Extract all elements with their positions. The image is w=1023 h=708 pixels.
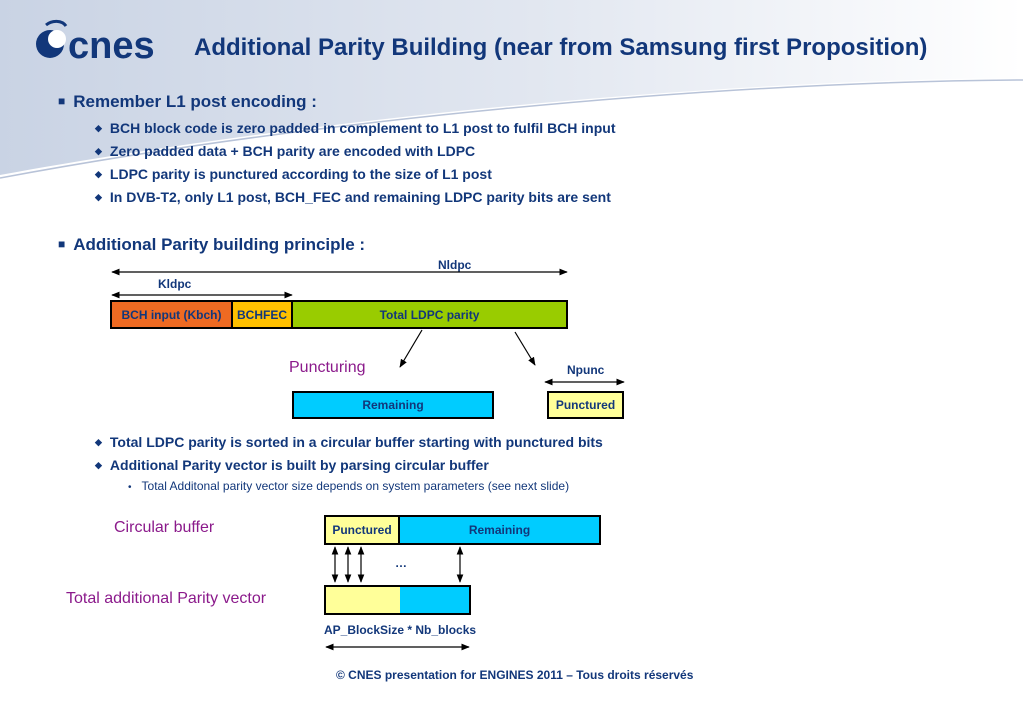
list-item-text: In DVB-T2, only L1 post, BCH_FEC and rem… — [109, 189, 611, 205]
diamond-bullet-icon: ◆ — [95, 192, 102, 202]
diamond-bullet-icon: ◆ — [95, 146, 102, 156]
list-item: ◆ In DVB-T2, only L1 post, BCH_FEC and re… — [95, 189, 611, 205]
page-title: Additional Parity Building (near from Sa… — [194, 34, 928, 61]
bchfec-segment: BCHFEC — [233, 302, 293, 327]
footer-copyright: © CNES presentation for ENGINES 2011 – T… — [336, 668, 694, 682]
section-heading-l1-post: ■ Remember L1 post encoding : — [58, 92, 317, 112]
circular-buffer-bar: Punctured Remaining — [324, 515, 601, 545]
section-heading-principle: ■ Additional Parity building principle : — [58, 235, 365, 255]
logo-text: cnes — [68, 25, 155, 66]
circular-buffer-label: Circular buffer — [114, 519, 215, 536]
puncturing-label: Puncturing — [289, 359, 366, 376]
bch-input-segment: BCH input (Kbch) — [112, 302, 233, 327]
vector-remaining-segment — [400, 587, 469, 613]
list-item: ◆ BCH block code is zero padded in comple… — [95, 120, 616, 136]
list-item: ◆ Zero padded data + BCH parity are encod… — [95, 143, 475, 159]
block-size-label: AP_BlockSize * Nb_blocks — [324, 623, 477, 637]
vector-punctured-segment — [326, 587, 400, 613]
sub-list-item-text: Total Additonal parity vector size depen… — [141, 479, 570, 493]
list-item-text: LDPC parity is punctured according to th… — [109, 166, 492, 182]
list-item: ◆ LDPC parity is punctured according to t… — [95, 166, 492, 182]
diamond-bullet-icon: ◆ — [95, 123, 102, 133]
total-ldpc-parity-segment: Total LDPC parity — [293, 302, 566, 327]
kldpc-label: Kldpc — [158, 277, 192, 291]
list-item-text: BCH block code is zero padded in complem… — [109, 120, 616, 136]
ellipsis-label: … — [395, 556, 407, 570]
circular-remaining-segment: Remaining — [400, 517, 599, 543]
diamond-bullet-icon: ◆ — [95, 460, 102, 470]
list-item-text: Additional Parity vector is built by par… — [109, 457, 489, 473]
punctured-block: Punctured — [547, 391, 624, 419]
section-heading-text: Remember L1 post encoding : — [73, 92, 317, 111]
codeword-bar: BCH input (Kbch) BCHFEC Total LDPC parit… — [110, 300, 568, 329]
list-item-text: Zero padded data + BCH parity are encode… — [109, 143, 476, 159]
list-item: ◆ Additional Parity vector is built by pa… — [95, 457, 489, 473]
square-bullet-icon: ■ — [58, 94, 66, 108]
total-vector-label: Total additional Parity vector — [66, 590, 267, 607]
section-heading-text: Additional Parity building principle : — [73, 235, 366, 254]
list-item-text: Total LDPC parity is sorted in a circula… — [109, 434, 603, 450]
npunc-label: Npunc — [567, 363, 605, 377]
diamond-bullet-icon: ◆ — [95, 169, 102, 179]
dot-bullet-icon: • — [128, 482, 132, 493]
list-item: ◆ Total LDPC parity is sorted in a circul… — [95, 434, 603, 450]
nldpc-label: Nldpc — [438, 258, 472, 272]
cnes-logo: cnes — [30, 18, 190, 71]
square-bullet-icon: ■ — [58, 237, 66, 251]
diamond-bullet-icon: ◆ — [95, 437, 102, 447]
circular-punctured-segment: Punctured — [326, 517, 400, 543]
parity-vector-bar — [324, 585, 471, 615]
remaining-block: Remaining — [292, 391, 494, 419]
sub-list-item: • Total Additonal parity vector size depe… — [128, 479, 569, 493]
